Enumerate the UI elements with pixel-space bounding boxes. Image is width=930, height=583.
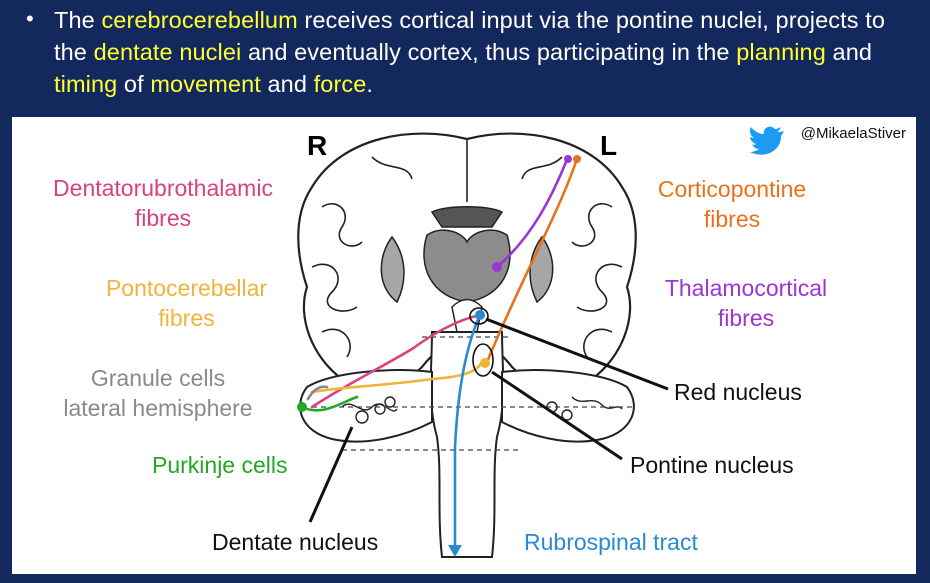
label-dentate-nucleus: Dentate nucleus	[212, 529, 379, 555]
label-thalamocortical: Thalamocortical fibres	[664, 275, 828, 331]
headline-segment: of	[117, 71, 151, 97]
headline-highlight: planning	[736, 39, 826, 65]
headline-segment: The	[54, 7, 102, 33]
dentatorubrothalamic-fibre	[310, 313, 484, 409]
thalamocortical-fibre	[495, 155, 570, 269]
headline-highlight: timing	[54, 71, 118, 97]
headline-segment: .	[366, 71, 374, 97]
headline-text: The cerebrocerebellum receives cortical …	[54, 4, 914, 100]
headline-segment: receives cortical input via the pontine …	[54, 7, 886, 65]
side-marker-right: R	[307, 130, 328, 161]
callout-ovals	[469, 307, 494, 377]
pathways	[300, 155, 579, 551]
leader-lines	[308, 317, 669, 523]
granule-fibre	[306, 385, 329, 401]
twitter-handle: @MikaelaStiver	[800, 125, 906, 142]
gyri-lines	[311, 139, 623, 358]
label-pontine-nucleus: Pontine nucleus	[630, 452, 794, 478]
headline-highlight: movement	[150, 71, 261, 97]
label-red-nucleus: Red nucleus	[674, 379, 802, 405]
headline-highlight: force	[313, 71, 367, 97]
headline-segment: and	[260, 71, 314, 97]
diagram-panel: @MikaelaStiver R L Dentatorubrothalamic …	[12, 117, 916, 574]
side-marker-left: L	[600, 130, 618, 161]
rubrospinal-arrowhead	[448, 545, 462, 557]
headline-segment: and	[825, 39, 873, 65]
twitter-bird-icon	[750, 126, 784, 155]
twitter-credit: @MikaelaStiver	[801, 125, 906, 142]
folia-lines	[341, 396, 623, 424]
pontocerebellar-fibre	[310, 360, 484, 394]
bullet-point: •	[26, 6, 34, 31]
brain-coronal-section-diagram	[297, 126, 784, 558]
pathway-nodes	[297, 155, 581, 412]
label-granule-cells: Granule cells lateral hemisphere	[63, 365, 253, 421]
label-purkinje-cells: Purkinje cells	[152, 452, 288, 478]
headline-segment: and eventually cortex, thus participatin…	[241, 39, 737, 65]
headline-highlight: cerebrocerebellum	[101, 7, 298, 33]
label-pontocerebellar: Pontocerebellar fibres	[105, 275, 268, 331]
cerebellum-outline	[299, 369, 635, 443]
headline-highlight: dentate nuclei	[93, 39, 242, 65]
corticopontine-fibre	[485, 157, 579, 364]
label-corticopontine: Corticopontine fibres	[657, 176, 807, 232]
rubrospinal-tract	[453, 315, 481, 551]
label-dentatorubrothalamic: Dentatorubrothalamic fibres	[53, 175, 273, 231]
slide-header: • The cerebrocerebellum receives cortica…	[0, 0, 930, 112]
purkinje-fibre	[300, 395, 359, 412]
label-rubrospinal-tract: Rubrospinal tract	[524, 529, 698, 555]
